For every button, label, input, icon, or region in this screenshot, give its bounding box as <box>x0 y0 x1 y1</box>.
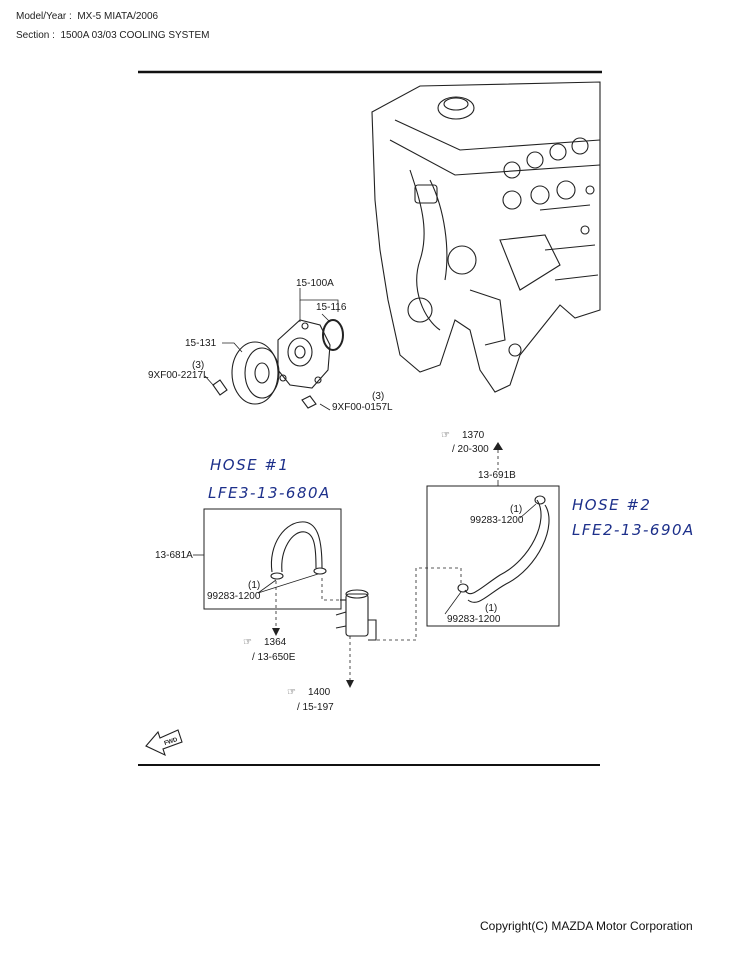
copyright: Copyright(C) MAZDA Motor Corporation <box>480 919 693 933</box>
hose2-box <box>426 485 560 627</box>
model-year-label: Model/Year : <box>16 11 72 22</box>
label-13-681a: 13-681A <box>155 550 193 561</box>
section-line: Section : 1500A 03/03 COOLING SYSTEM <box>16 30 209 41</box>
label-clamp-right-bottom: 99283-1200 <box>447 614 501 625</box>
label-15-116: 15-116 <box>316 302 347 313</box>
section-label: Section : <box>16 30 55 41</box>
label-clamp-right-top-qty: (1) <box>510 504 522 515</box>
ref-1400: 1400 <box>308 687 331 698</box>
leader-lines-hose1 <box>193 554 319 594</box>
label-bolt-right-qty: (3) <box>372 391 384 402</box>
label-9xf00-0157l: 9XF00-0157L <box>332 402 393 413</box>
hose1-box <box>203 508 342 610</box>
model-year-line: Model/Year : MX-5 MIATA/2006 <box>16 11 158 22</box>
hose2-illustration <box>457 495 550 603</box>
model-year-value: MX-5 MIATA/2006 <box>77 11 159 22</box>
ref-1370: 1370 <box>462 430 485 441</box>
handwritten-hose2-title: HOSE #2 <box>572 496 651 514</box>
leader-lines-upper <box>204 288 339 411</box>
fwd-arrow-icon: FWD <box>145 729 183 757</box>
label-clamp-left-qty: (1) <box>248 580 260 591</box>
label-13-691b: 13-691B <box>478 470 516 481</box>
label-15-100a: 15-100A <box>296 278 334 289</box>
ref-hand-icon-1370: ☞ <box>441 430 450 441</box>
label-15-131: 15-131 <box>185 338 217 349</box>
section-value: 1500A 03/03 COOLING SYSTEM <box>60 30 210 41</box>
leader-lines-hose2 <box>444 503 537 615</box>
thermostat-housing-illustration <box>335 589 377 641</box>
water-pump-illustration <box>212 319 344 409</box>
handwritten-hose2-part: LFE2-13-690A <box>572 521 695 539</box>
label-bolt-left-qty: (3) <box>192 360 204 371</box>
handwritten-hose1-title: HOSE #1 <box>210 456 289 474</box>
ref-1364: 1364 <box>264 637 287 648</box>
label-clamp-left: 99283-1200 <box>207 591 261 602</box>
label-clamp-right-bottom-qty: (1) <box>485 603 497 614</box>
arrow-down-1400 <box>346 680 354 688</box>
dashed-connections <box>275 567 462 680</box>
label-9xf00-2217l: 9XF00-2217L <box>148 370 209 381</box>
fwd-label: FWD <box>164 737 179 747</box>
ref-hand-icon-1400: ☞ <box>287 687 296 698</box>
arrow-down-1364 <box>272 628 280 636</box>
ref-1400-sub: / 15-197 <box>297 702 334 713</box>
label-clamp-right-top: 99283-1200 <box>470 515 524 526</box>
hose1-illustration <box>270 521 327 580</box>
arrow-up-1370 <box>493 442 503 450</box>
ref-1364-sub: / 13-650E <box>252 652 296 663</box>
engine-block-illustration <box>371 81 601 393</box>
handwritten-hose1-part: LFE3-13-680A <box>208 484 331 502</box>
ref-1370-sub: / 20-300 <box>452 444 489 455</box>
ref-hand-icon-1364: ☞ <box>243 637 252 648</box>
